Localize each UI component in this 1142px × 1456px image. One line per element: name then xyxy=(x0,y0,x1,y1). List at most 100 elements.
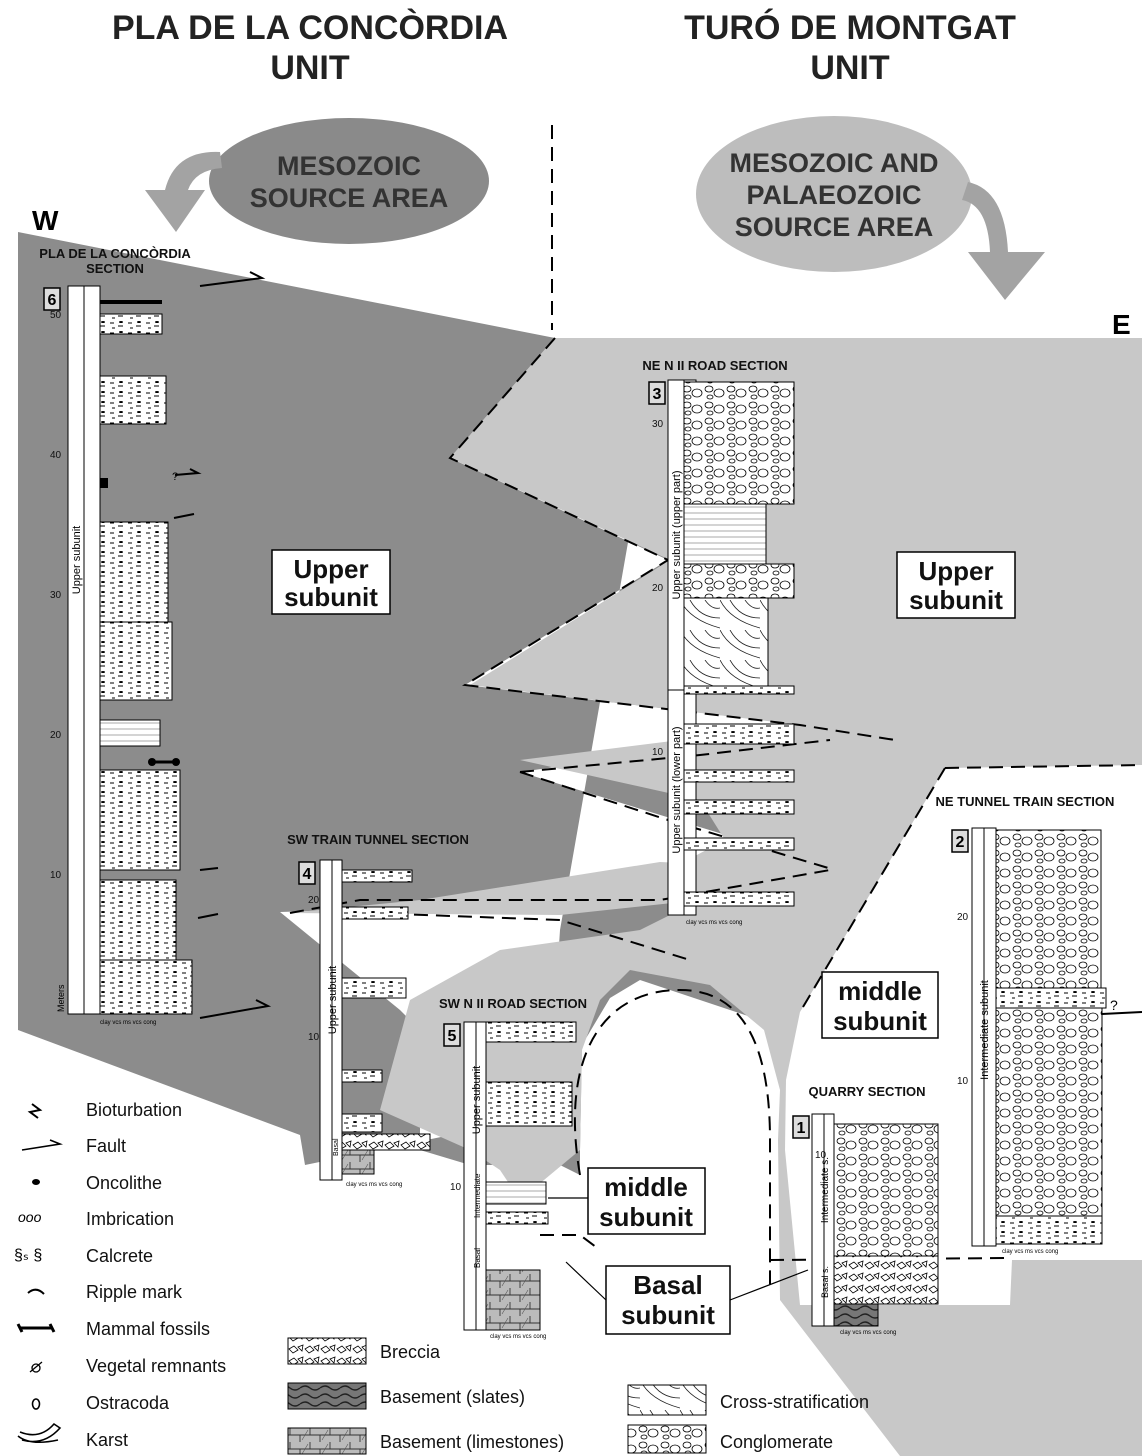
legend-label: Ripple mark xyxy=(86,1282,183,1302)
section-6-title-line1: PLA DE LA CONCÒRDIA xyxy=(39,246,191,261)
oncolithe-icon xyxy=(32,1179,40,1185)
basement-slates-pattern xyxy=(287,1382,367,1410)
section-1-intermediate-label: Intermediate s. xyxy=(820,1157,831,1223)
section-5-number: 5 xyxy=(448,1028,457,1045)
section-6-subunit-label: Upper subunit xyxy=(71,526,83,595)
section-5-tick: 10 xyxy=(450,1182,462,1193)
section-6-tick: 50 xyxy=(50,310,62,321)
section-6-number: 6 xyxy=(48,292,57,309)
section-4-title: SW TRAIN TUNNEL SECTION xyxy=(287,832,469,847)
section-4-subunit-label: Upper subunit xyxy=(327,966,339,1035)
section-3-grain-axis: clay vcs ms vcs cong xyxy=(686,920,742,926)
conglomerate-pattern xyxy=(627,1424,707,1454)
middle-subunit-right-line1: middle xyxy=(838,976,922,1006)
section-6-tick: 10 xyxy=(50,870,62,881)
upper-subunit-right-line2: subunit xyxy=(909,585,1003,615)
section-6-title-line2: SECTION xyxy=(86,261,144,276)
section-6-column: PLA DE LA CONCÒRDIA SECTION 6 Upper subu… xyxy=(39,246,193,1026)
ripple-mark-icon xyxy=(27,1288,45,1295)
fault-icon xyxy=(1101,1011,1142,1015)
fault-icon xyxy=(21,1139,63,1151)
section-2-number: 2 xyxy=(956,834,965,851)
upper-subunit-right-line1: Upper xyxy=(918,556,993,586)
legend-label: Bioturbation xyxy=(86,1100,182,1120)
section-4-number: 4 xyxy=(303,866,312,883)
section-6-grain-axis: clay vcs ms vcs cong xyxy=(100,1020,156,1026)
legend-label: Calcrete xyxy=(86,1246,153,1266)
section-2-tick: 20 xyxy=(957,912,969,923)
section-3-tick: 30 xyxy=(652,419,664,430)
legend-label: Vegetal remnants xyxy=(86,1356,226,1376)
source-area-right xyxy=(696,116,972,272)
section-3-title: NE N II ROAD SECTION xyxy=(642,358,787,373)
legend-label: Oncolithe xyxy=(86,1173,162,1193)
karst-icon xyxy=(17,1422,62,1444)
section-1-column: QUARRY SECTION 1 Intermediate s. Basal s… xyxy=(792,1084,939,1336)
section-5-subunit-label: Upper subunit xyxy=(471,1066,483,1135)
tongue-sw xyxy=(288,862,840,915)
source-area-right-line2: PALAEOZOIC xyxy=(747,180,922,210)
legend-label: Fault xyxy=(86,1136,126,1156)
basal-subunit-line1: Basal xyxy=(633,1270,702,1300)
legend-label: Karst xyxy=(86,1430,128,1450)
section-3-tick: 20 xyxy=(652,583,664,594)
ostracoda-icon xyxy=(31,1398,41,1410)
upper-subunit-box-left xyxy=(271,549,391,615)
section-5-basal-label: Basal xyxy=(473,1248,482,1268)
section-2-subunit-label: Intermediate subunit xyxy=(979,980,991,1080)
compass-east: E xyxy=(1112,309,1131,340)
section-2-title: NE TUNNEL TRAIN SECTION xyxy=(936,794,1115,809)
legend-label: Cross-stratification xyxy=(720,1392,869,1412)
vegetal-remnants-icon xyxy=(29,1361,43,1373)
middle-subunit-box-right xyxy=(821,971,939,1039)
source-arrow-left xyxy=(145,151,222,232)
section-1-title: QUARRY SECTION xyxy=(808,1084,925,1099)
right-unit-title: TURÓ DE MONTGAT UNIT xyxy=(684,9,1016,87)
section-1-tick: 10 xyxy=(815,1150,827,1161)
source-area-left xyxy=(209,118,489,244)
symbol-legend: ooo §ₛ § Bioturbation Fault Oncolithe Im… xyxy=(14,1100,226,1450)
section-3-subunit-upper-label: Upper subunit (upper part) xyxy=(671,470,683,599)
source-area-left-line2: SOURCE AREA xyxy=(250,183,449,213)
section-4-tick: 20 xyxy=(308,895,320,906)
section-1-basal-label: Basal s. xyxy=(820,1266,830,1298)
section-5-title: SW N II ROAD SECTION xyxy=(439,996,587,1011)
legend-label: Imbrication xyxy=(86,1209,174,1229)
middle-subunit-right-line2: subunit xyxy=(833,1006,927,1036)
lithology-legend: Breccia Basement (slates) Basement (lime… xyxy=(287,1337,869,1455)
calcrete-icon: §ₛ § xyxy=(14,1247,42,1264)
section-5-column: SW N II ROAD SECTION 5 Upper subunit Int… xyxy=(439,996,587,1340)
section-5-grain-axis: clay vcs ms vcs cong xyxy=(490,1334,546,1340)
section-3-column: NE N II ROAD SECTION 3 Upper subunit (up… xyxy=(642,358,795,926)
cross-stratification-pattern xyxy=(627,1384,707,1416)
legend-label: Conglomerate xyxy=(720,1432,833,1452)
legend-label: Mammal fossils xyxy=(86,1319,210,1339)
left-unit-title: PLA DE LA CONCÒRDIA UNIT xyxy=(111,9,509,87)
middle-subunit-center-line2: subunit xyxy=(599,1202,693,1232)
section-5-intermediate-label: Intermediate xyxy=(473,1173,482,1218)
section-3-subunit-lower-label: Upper subunit (lower part) xyxy=(671,726,683,853)
section-2-column: NE TUNNEL TRAIN SECTION 2 Intermediate s… xyxy=(936,794,1115,1255)
compass-west: W xyxy=(32,205,59,236)
legend-label: Breccia xyxy=(380,1342,441,1362)
middle-subunit-box-center xyxy=(587,1167,706,1235)
breccia-pattern xyxy=(287,1337,367,1365)
section-4-column: SW TRAIN TUNNEL SECTION 4 Upper subunit … xyxy=(287,832,469,1188)
legend-label: Ostracoda xyxy=(86,1393,170,1413)
section-4-tick: 10 xyxy=(308,1032,320,1043)
source-arrow-right xyxy=(962,182,1045,300)
section-6-tick: 20 xyxy=(50,730,62,741)
middle-subunit-center-line1: middle xyxy=(604,1172,688,1202)
section-1-grain-axis: clay vcs ms vcs cong xyxy=(840,1330,896,1336)
upper-subunit-box-right xyxy=(896,551,1016,619)
section-4-grain-axis: clay vcs ms vcs cong xyxy=(346,1182,402,1188)
section-2-tick: 10 xyxy=(957,1076,969,1087)
fault-icon xyxy=(173,271,272,1019)
basement-limestones-pattern xyxy=(287,1427,367,1455)
upper-subunit-left-line2: subunit xyxy=(284,582,378,612)
section-6-tick: 40 xyxy=(50,450,62,461)
bioturbation-icon xyxy=(27,1103,43,1119)
section-3-tick: 10 xyxy=(652,747,664,758)
source-area-left-line1: MESOZOIC xyxy=(277,151,421,181)
